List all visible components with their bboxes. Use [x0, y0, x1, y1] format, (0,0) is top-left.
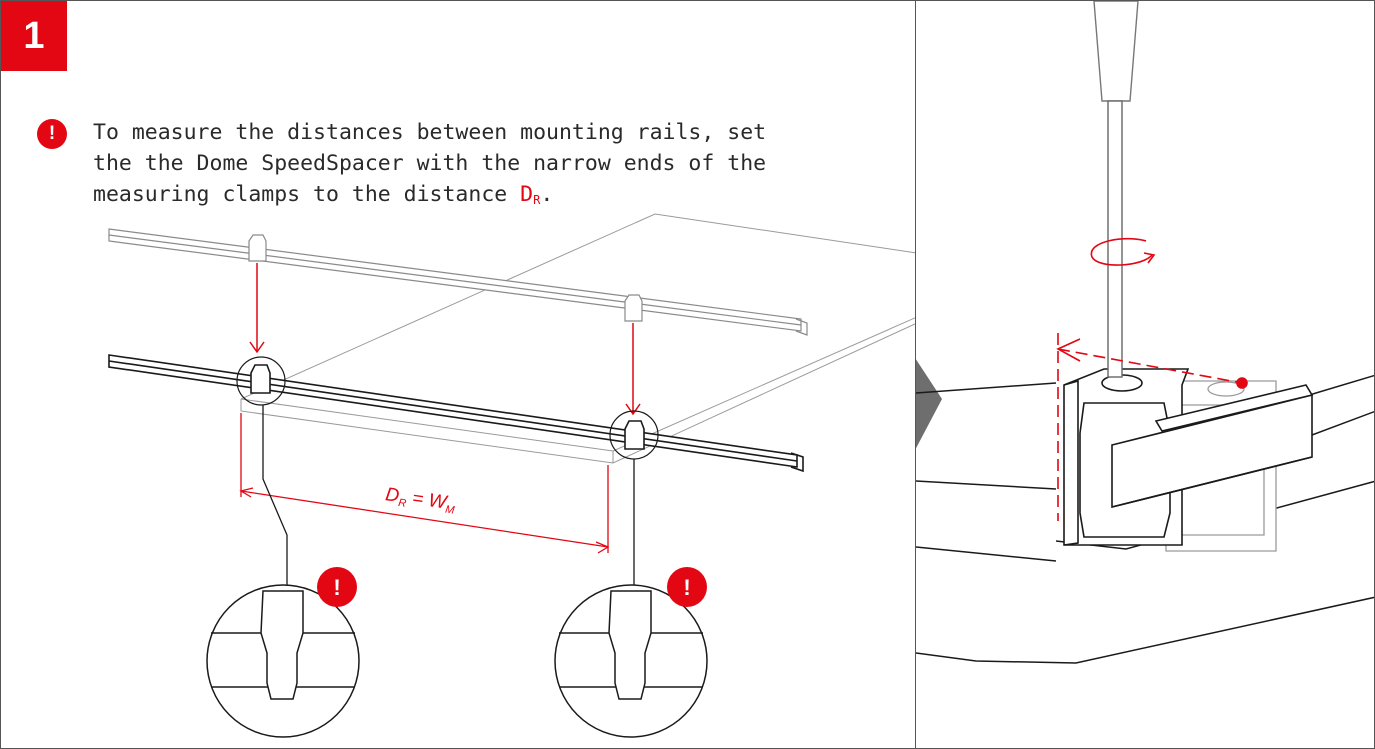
rail-section — [1111, 384, 1314, 509]
rotation-arrow — [1090, 237, 1156, 266]
step-number-badge: 1 — [1, 1, 67, 71]
measuring-clamps — [236, 356, 659, 460]
dimension-label: DR = WM — [384, 484, 458, 517]
warning-icon: ! — [37, 119, 67, 149]
placement-arrows — [249, 263, 641, 416]
next-step-arrow — [916, 359, 942, 449]
rail-measurement-diagram: DR = WM ! — [108, 213, 915, 738]
rail-faint — [108, 228, 808, 336]
svg-text:!: ! — [683, 575, 690, 600]
detail-leaders — [262, 405, 635, 597]
panel-step-illustration: 1 ! To measure the distances between mou… — [0, 0, 916, 749]
screwdriver-adjust-diagram — [916, 1, 1374, 664]
offset-indicator — [1056, 333, 1248, 521]
instruction-text: To measure the distances between mountin… — [93, 117, 813, 216]
distance-dimension — [239, 413, 610, 554]
detail-view-right — [554, 584, 708, 738]
panel-adjust-illustration — [915, 0, 1375, 749]
detail-view-left — [206, 584, 360, 738]
svg-text:!: ! — [333, 575, 340, 600]
detail-warning-right: ! — [667, 567, 707, 607]
detail-warning-left: ! — [317, 567, 357, 607]
instruction-end: . — [540, 182, 554, 207]
module-panel — [240, 213, 915, 464]
distance-symbol: DR — [520, 182, 541, 207]
screwdriver — [1093, 1, 1139, 378]
instruction-main: To measure the distances between mountin… — [93, 120, 767, 207]
